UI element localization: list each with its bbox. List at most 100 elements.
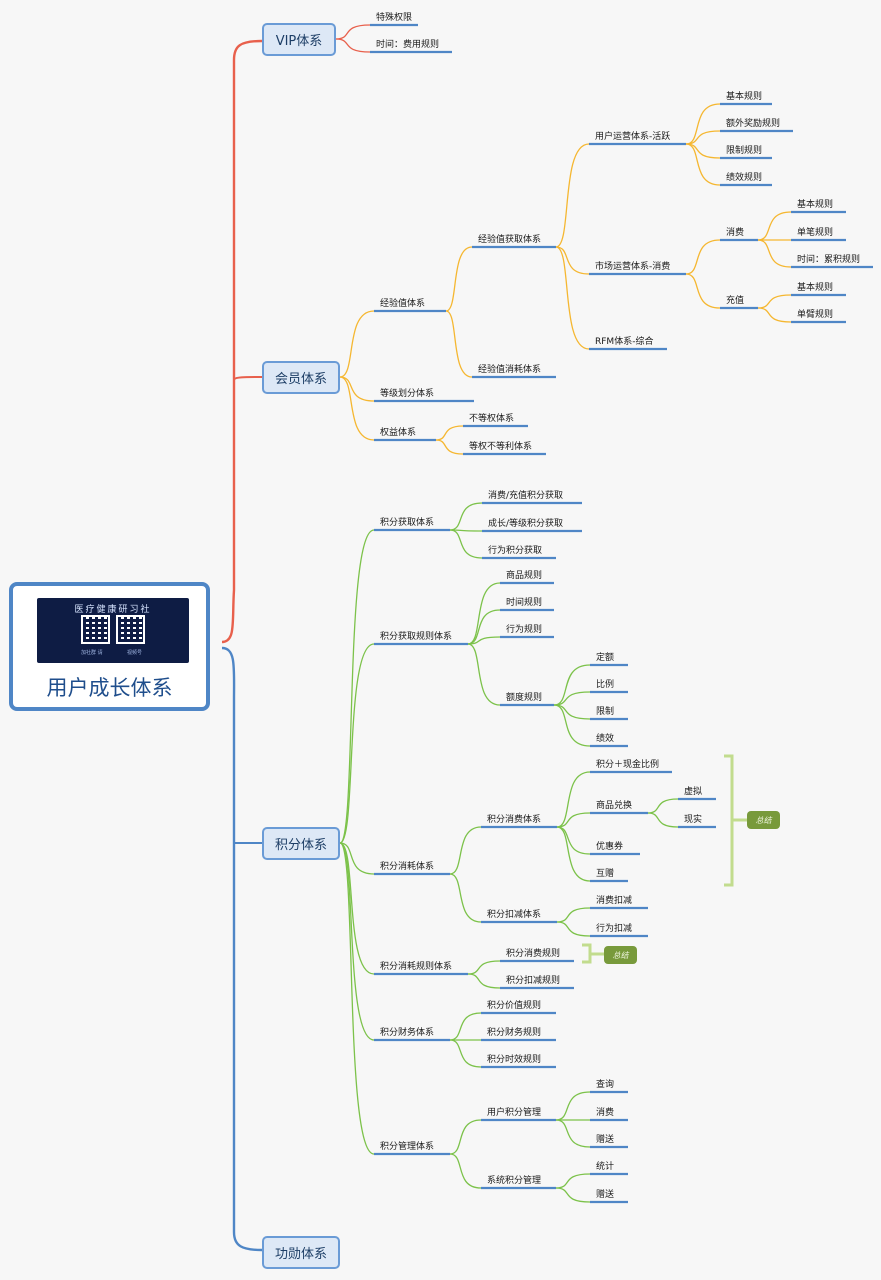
topic-m2[interactable]: 等级划分体系 — [380, 387, 434, 399]
topic-p3a1[interactable]: 积分＋现金比例 — [596, 758, 659, 770]
topic-m1a2a1[interactable]: 基本规则 — [797, 198, 833, 210]
topic-p4[interactable]: 积分消耗规则体系 — [380, 960, 452, 972]
topic-p2d3[interactable]: 限制 — [596, 705, 614, 717]
connector-p6a1 — [555, 1091, 591, 1121]
topic-p3a2b[interactable]: 现实 — [684, 813, 702, 825]
topic-v2[interactable]: 时间：费用规则 — [376, 38, 439, 50]
topic-p6a1[interactable]: 查询 — [596, 1078, 614, 1090]
branch-points[interactable]: 积分体系 — [262, 827, 340, 860]
topic-p2c[interactable]: 行为规则 — [506, 623, 542, 635]
topic-p2d4[interactable]: 绩效 — [596, 732, 614, 744]
connector-m1a3 — [555, 246, 590, 350]
topic-p6a2[interactable]: 消费 — [596, 1106, 614, 1118]
summary-tag[interactable]: 总结 — [604, 946, 637, 964]
connector-p5c — [449, 1039, 482, 1068]
connector-p2b — [467, 609, 501, 645]
connector-m1a1d — [685, 143, 721, 186]
topic-m1b[interactable]: 经验值消耗体系 — [478, 363, 541, 375]
topic-p3b2[interactable]: 行为扣减 — [596, 922, 632, 934]
topic-m1a[interactable]: 经验值获取体系 — [478, 233, 541, 245]
topic-p5[interactable]: 积分财务体系 — [380, 1026, 434, 1038]
topic-p6b1[interactable]: 统计 — [596, 1160, 614, 1172]
summary-tag[interactable]: 总结 — [747, 811, 780, 829]
topic-m1a2b2[interactable]: 单臂规则 — [797, 308, 833, 320]
topic-m1a3[interactable]: RFM体系-综合 — [595, 335, 653, 347]
topic-p3b[interactable]: 积分扣减体系 — [487, 908, 541, 920]
topic-m1a2a3[interactable]: 时间：累积规则 — [797, 253, 860, 265]
topic-m1a2[interactable]: 市场运营体系-消费 — [595, 260, 670, 272]
topic-p2b[interactable]: 时间规则 — [506, 596, 542, 608]
topic-m1a2b1[interactable]: 基本规则 — [797, 281, 833, 293]
connector-p3b1 — [556, 907, 591, 923]
connector-p2a — [467, 582, 501, 645]
banner-title: 医疗健康研习社 — [74, 605, 152, 615]
root-title: 用户成长体系 — [46, 676, 173, 700]
topic-p1b[interactable]: 成长/等级积分获取 — [488, 517, 563, 529]
topic-m3[interactable]: 权益体系 — [380, 426, 416, 438]
branch-vip[interactable]: VIP体系 — [262, 23, 336, 56]
qr-banner-image: 医疗健康研习社 加社群 请 视频号 — [37, 598, 189, 663]
topic-p2d[interactable]: 额度规则 — [506, 691, 542, 703]
topic-m1a1b[interactable]: 额外奖励规则 — [726, 117, 780, 129]
topic-p6a[interactable]: 用户积分管理 — [487, 1106, 541, 1118]
connector-m1a1a — [685, 103, 721, 145]
topic-m1a2a[interactable]: 消费 — [726, 226, 744, 238]
topic-p5b[interactable]: 积分财务规则 — [487, 1026, 541, 1038]
connector-p2d4 — [553, 704, 591, 747]
topic-p2a[interactable]: 商品规则 — [506, 569, 542, 581]
topic-p3a2a[interactable]: 虚拟 — [684, 785, 702, 797]
qr-code-icon — [81, 615, 110, 644]
topic-p6b2[interactable]: 赠送 — [596, 1188, 614, 1200]
topic-p6[interactable]: 积分管理体系 — [380, 1140, 434, 1152]
topic-p3a2[interactable]: 商品兑换 — [596, 799, 632, 811]
connector-m1a2a1 — [757, 211, 792, 241]
topic-m1a1c[interactable]: 限制规则 — [726, 144, 762, 156]
topic-p2d2[interactable]: 比例 — [596, 678, 614, 690]
connector-p1a — [449, 502, 483, 531]
topic-m1a1d[interactable]: 绩效规则 — [726, 171, 762, 183]
connector-m3a — [435, 425, 464, 441]
topic-m1a1[interactable]: 用户运营体系-活跃 — [595, 130, 670, 142]
topic-p5a[interactable]: 积分价值规则 — [487, 999, 541, 1011]
connector-p4a — [467, 960, 501, 975]
topic-p6b[interactable]: 系统积分管理 — [487, 1174, 541, 1186]
topic-p2[interactable]: 积分获取规则体系 — [380, 630, 452, 642]
topic-v1[interactable]: 特殊权限 — [376, 11, 412, 23]
topic-p1c[interactable]: 行为积分获取 — [488, 544, 542, 556]
qr-code-icon — [116, 615, 145, 644]
summary-bracket — [582, 943, 604, 964]
connector-p4 — [339, 842, 375, 975]
connector-p1 — [339, 529, 375, 844]
connector-m1a — [445, 246, 473, 312]
connector-p3a3 — [556, 826, 591, 855]
connector-p3a1 — [556, 771, 591, 828]
topic-p1[interactable]: 积分获取体系 — [380, 516, 434, 528]
branch-merit[interactable]: 功勋体系 — [262, 1236, 340, 1269]
topic-m3b[interactable]: 等权不等利体系 — [469, 440, 532, 452]
connector-p3a4 — [556, 826, 591, 882]
topic-m1a1a[interactable]: 基本规则 — [726, 90, 762, 102]
connector-m3b — [435, 439, 464, 455]
topic-p2d1[interactable]: 定额 — [596, 651, 614, 663]
topic-p3a[interactable]: 积分消费体系 — [487, 813, 541, 825]
topic-p3a3[interactable]: 优惠券 — [596, 840, 623, 852]
connector-p6b1 — [555, 1173, 591, 1189]
topic-p5c[interactable]: 积分时效规则 — [487, 1053, 541, 1065]
branch-member[interactable]: 会员体系 — [262, 361, 340, 394]
topic-m3a[interactable]: 不等权体系 — [469, 412, 514, 424]
root-topic[interactable]: 医疗健康研习社 加社群 请 视频号 用户成长体系 — [9, 582, 210, 711]
topic-p1a[interactable]: 消费/充值积分获取 — [488, 489, 563, 501]
topic-p3b1[interactable]: 消费扣减 — [596, 894, 632, 906]
connector-p6b2 — [555, 1187, 591, 1203]
connector-p5 — [339, 842, 375, 1041]
topic-m1a2a2[interactable]: 单笔规则 — [797, 226, 833, 238]
topic-p3[interactable]: 积分消耗体系 — [380, 860, 434, 872]
topic-m1[interactable]: 经验值体系 — [380, 297, 425, 309]
topic-p4b[interactable]: 积分扣减规则 — [506, 974, 560, 986]
topic-p3a4[interactable]: 互赠 — [596, 867, 614, 879]
topic-p6a3[interactable]: 赠送 — [596, 1133, 614, 1145]
topic-m1a2b[interactable]: 充值 — [726, 294, 744, 306]
topic-p4a[interactable]: 积分消费规则 — [506, 947, 560, 959]
connector-p6a3 — [555, 1119, 591, 1148]
connector-p3a2a — [647, 798, 679, 814]
